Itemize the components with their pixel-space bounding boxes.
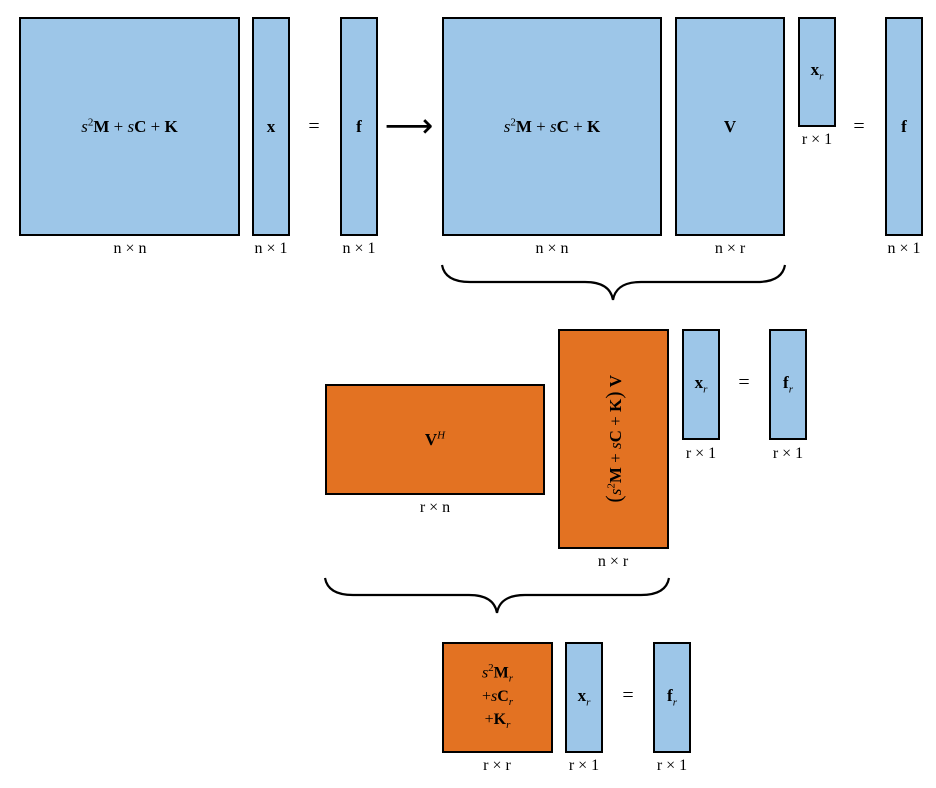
matrix-AV-product: (s2M + sC + K) V: [558, 329, 669, 549]
vector-fr-row3: fr: [653, 642, 691, 753]
vector-x-label: x: [266, 116, 276, 136]
matrix-VH-dimension: r × n: [419, 499, 451, 516]
vector-xr-row3-dimension: r × 1: [568, 757, 600, 774]
equals-sign-1: =: [308, 115, 320, 138]
right-arrow-icon: ⟶: [384, 106, 434, 146]
vector-xr-row2-dimension: r × 1: [685, 445, 717, 462]
vector-fr-row2-dimension: r × 1: [772, 445, 804, 462]
matrix-A-system-2: s2M + sC + K: [442, 17, 662, 236]
matrix-VH: VH: [325, 384, 545, 495]
vector-xr-row2-label: xr: [694, 372, 708, 396]
vector-x-dimension: n × 1: [254, 240, 288, 257]
equals-sign-2: =: [853, 115, 865, 138]
vector-f-2: f: [885, 17, 923, 236]
matrix-V-dimension: n × r: [714, 240, 746, 257]
vector-xr-label: xr: [810, 60, 824, 83]
matrix-reduced-label: s2Mr +sCr +Kr: [481, 662, 514, 731]
matrix-A2-dimension: n × n: [535, 240, 569, 257]
vector-f-label: f: [356, 116, 362, 136]
vector-fr-row2: fr: [769, 329, 807, 440]
matrix-A-label: s2M + sC + K: [81, 116, 178, 136]
equals-sign-3: =: [738, 371, 750, 394]
matrix-AV-dimension: n × r: [597, 553, 629, 570]
matrix-A2-label: s2M + sC + K: [503, 116, 601, 136]
matrix-A-dimension: n × n: [113, 240, 147, 257]
vector-f: f: [340, 17, 378, 236]
vector-x: x: [252, 17, 290, 236]
vector-xr: xr: [798, 17, 836, 127]
equals-sign-4: =: [622, 684, 634, 707]
vector-fr-row2-label: fr: [783, 372, 793, 396]
vector-xr-row3: xr: [565, 642, 603, 753]
matrix-reduced: s2Mr +sCr +Kr: [442, 642, 553, 753]
vector-fr-row3-dimension: r × 1: [656, 757, 688, 774]
matrix-VH-label: VH: [424, 429, 446, 449]
vector-f2-label: f: [901, 116, 907, 136]
matrix-reduced-dimension: r × r: [483, 757, 511, 774]
vector-xr-row3-label: xr: [577, 685, 591, 709]
matrix-V: V: [675, 17, 785, 236]
vector-f-dimension: n × 1: [342, 240, 376, 257]
vector-xr-dimension: r × 1: [801, 131, 833, 148]
matrix-V-label: V: [723, 116, 737, 136]
vector-f2-dimension: n × 1: [887, 240, 921, 257]
vector-fr-row3-label: fr: [667, 685, 677, 709]
matrix-A-system: s2M + sC + K: [19, 17, 240, 236]
vector-xr-row2: xr: [682, 329, 720, 440]
